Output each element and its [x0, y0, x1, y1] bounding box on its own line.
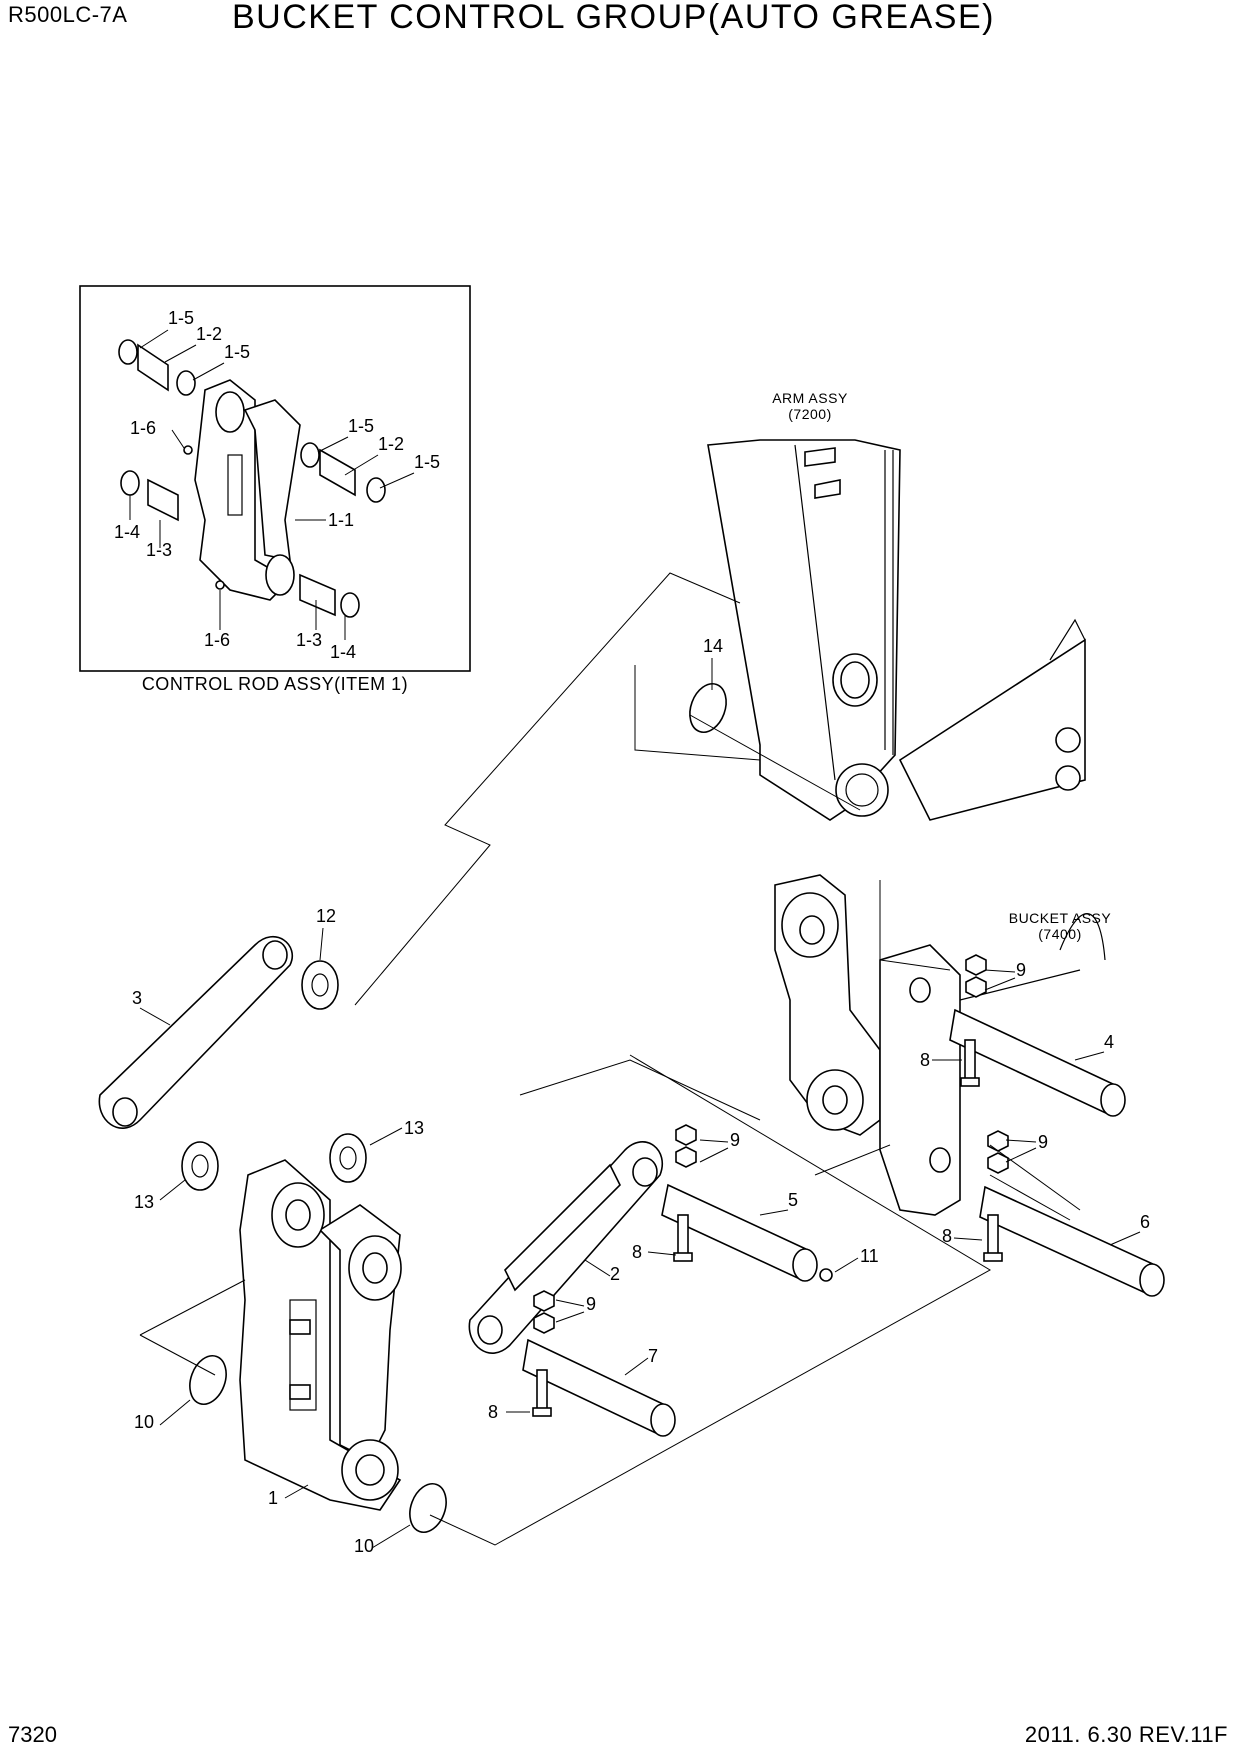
inset-callout: 1-4 [114, 522, 140, 542]
assembly-lines [139, 572, 1081, 1546]
bucket-assembly [774, 618, 1106, 1216]
callout-label: 6 [1140, 1212, 1150, 1232]
callout-label: 9 [1016, 960, 1026, 980]
callout-label: 13 [404, 1118, 424, 1138]
callout-label: 10 [134, 1412, 154, 1432]
inset-callout: 1-5 [224, 342, 250, 362]
inset-control-rod [118, 339, 386, 618]
callout-label: 13 [134, 1192, 154, 1212]
inset-callout: 1-3 [296, 630, 322, 650]
o-rings [189, 682, 727, 1534]
page-title: BUCKET CONTROL GROUP(AUTO GREASE) [232, 0, 995, 36]
callouts: 14 12 3 9 4 8 13 13 9 5 9 11 8 8 6 2 9 7… [132, 636, 1150, 1556]
callout-label: 5 [788, 1190, 798, 1210]
model-number: R500LC-7A [8, 2, 128, 27]
callout-label: 8 [942, 1226, 952, 1246]
pins [522, 1008, 1165, 1437]
callout-label: 9 [1038, 1132, 1048, 1152]
inset-callout: 1-5 [414, 452, 440, 472]
callout-label: 8 [632, 1242, 642, 1262]
callout-label: 10 [354, 1536, 374, 1556]
bucket-assy-name: BUCKET ASSY [1008, 910, 1112, 926]
inset-callout: 1-2 [196, 324, 222, 344]
callout-label: 4 [1104, 1032, 1114, 1052]
callout-label: 14 [703, 636, 723, 656]
bucket-assy-code: (7400) [1038, 926, 1082, 942]
callout-label: 3 [132, 988, 142, 1008]
arm-assy-code: (7200) [788, 406, 832, 422]
washers [181, 960, 367, 1191]
inset-callout: 1-3 [146, 540, 172, 560]
callout-label: 8 [920, 1050, 930, 1070]
inset-caption: CONTROL ROD ASSY(ITEM 1) [141, 674, 409, 694]
arm-assembly [707, 439, 901, 821]
inset-callout: 1-5 [348, 416, 374, 436]
callout-label: 11 [860, 1246, 879, 1266]
inset-callout: 1-6 [130, 418, 156, 438]
part-3-link [98, 935, 293, 1129]
callout-label: 9 [586, 1294, 596, 1314]
arm-assy-reference: ARM ASSY (7200) [750, 390, 870, 422]
inset-callout: 1-5 [168, 308, 194, 328]
bucket-assy-reference: BUCKET ASSY (7400) [990, 910, 1130, 942]
callout-label: 9 [730, 1130, 740, 1150]
inset-frame [79, 285, 471, 672]
inset-callout: 1-4 [330, 642, 356, 662]
callout-label: 1 [268, 1488, 278, 1508]
inset-callout: 1-2 [378, 434, 404, 454]
revision-date: 2011. 6.30 REV.11F [1024, 1722, 1228, 1747]
inset-callout: 1-6 [204, 630, 230, 650]
callout-label: 7 [648, 1346, 658, 1366]
callout-label: 12 [316, 906, 336, 926]
fasteners [532, 954, 1009, 1417]
part-2-link [468, 1141, 663, 1354]
callout-label: 8 [488, 1402, 498, 1422]
inset-callout: 1-1 [328, 510, 354, 530]
arm-assy-name: ARM ASSY [772, 390, 848, 406]
callout-label: 2 [610, 1264, 620, 1284]
part-1-control-rod [239, 1159, 402, 1511]
inset-labels: 1-5 1-2 1-5 1-6 1-5 1-2 1-5 1-1 1-4 1-3 … [114, 308, 440, 662]
page-number: 7320 [8, 1722, 57, 1747]
